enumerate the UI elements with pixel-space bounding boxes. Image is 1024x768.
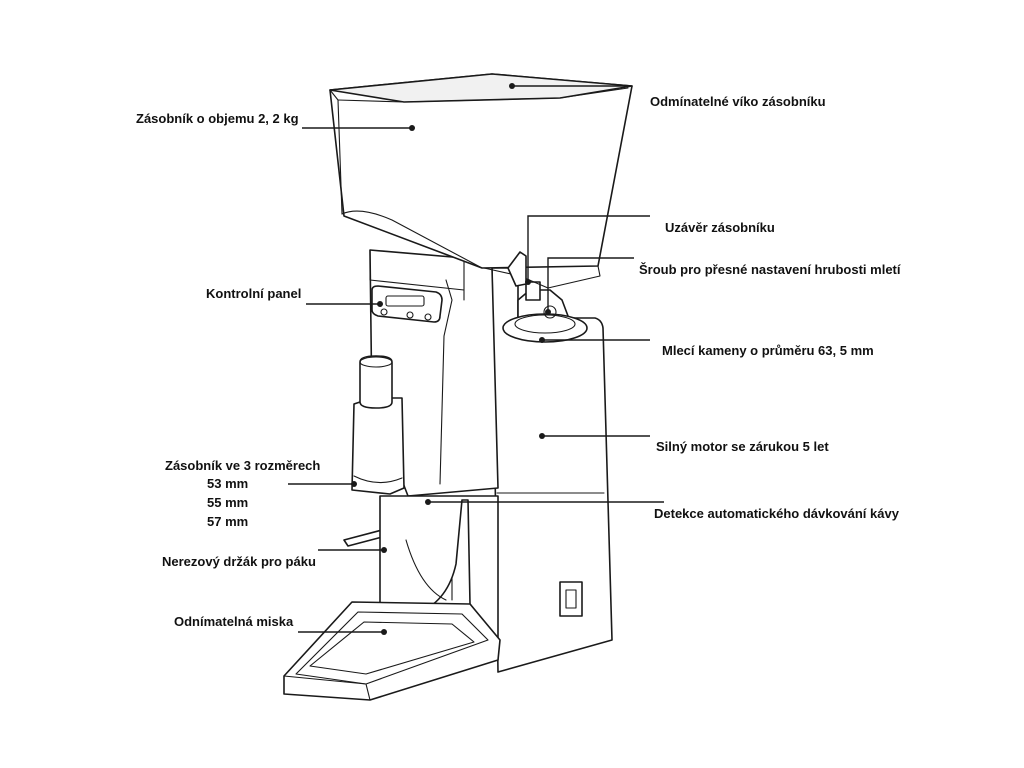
drip-tray (283, 601, 501, 701)
label-shutoff: Uzávěr zásobníku (665, 220, 775, 235)
label-burrs: Mlecí kameny o průměru 63, 5 mm (662, 343, 874, 358)
label-lid: Odmínatelné víko zásobníku (650, 94, 826, 109)
label-motor: Silný motor se zárukou 5 let (656, 439, 829, 454)
leader-lines (288, 83, 664, 635)
leader-screw (547, 257, 634, 312)
hopper-lid (329, 73, 633, 103)
label-size-55: 55 mm (207, 495, 248, 510)
power-switch (559, 581, 583, 617)
leader-shutoff (527, 215, 650, 282)
label-detection: Detekce automatického dávkování kávy (654, 506, 900, 521)
label-dosing: Zásobník ve 3 rozměrech (165, 458, 320, 473)
grinder-illustration (283, 73, 633, 701)
dosing-chamber (351, 355, 405, 495)
control-panel (371, 285, 443, 323)
label-tray: Odnímatelná miska (174, 614, 294, 629)
bean-hopper (329, 73, 633, 289)
label-holder: Nerezový držák pro páku (162, 554, 316, 569)
labels: Zásobník o objemu 2, 2 kg Odmínatelné ví… (136, 94, 901, 629)
label-panel: Kontrolní panel (206, 286, 301, 301)
label-size-57: 57 mm (207, 514, 248, 529)
label-hopper: Zásobník o objemu 2, 2 kg (136, 111, 299, 126)
label-size-53: 53 mm (207, 476, 248, 491)
label-screw: Šroub pro přesné nastavení hrubosti mlet… (639, 262, 901, 277)
